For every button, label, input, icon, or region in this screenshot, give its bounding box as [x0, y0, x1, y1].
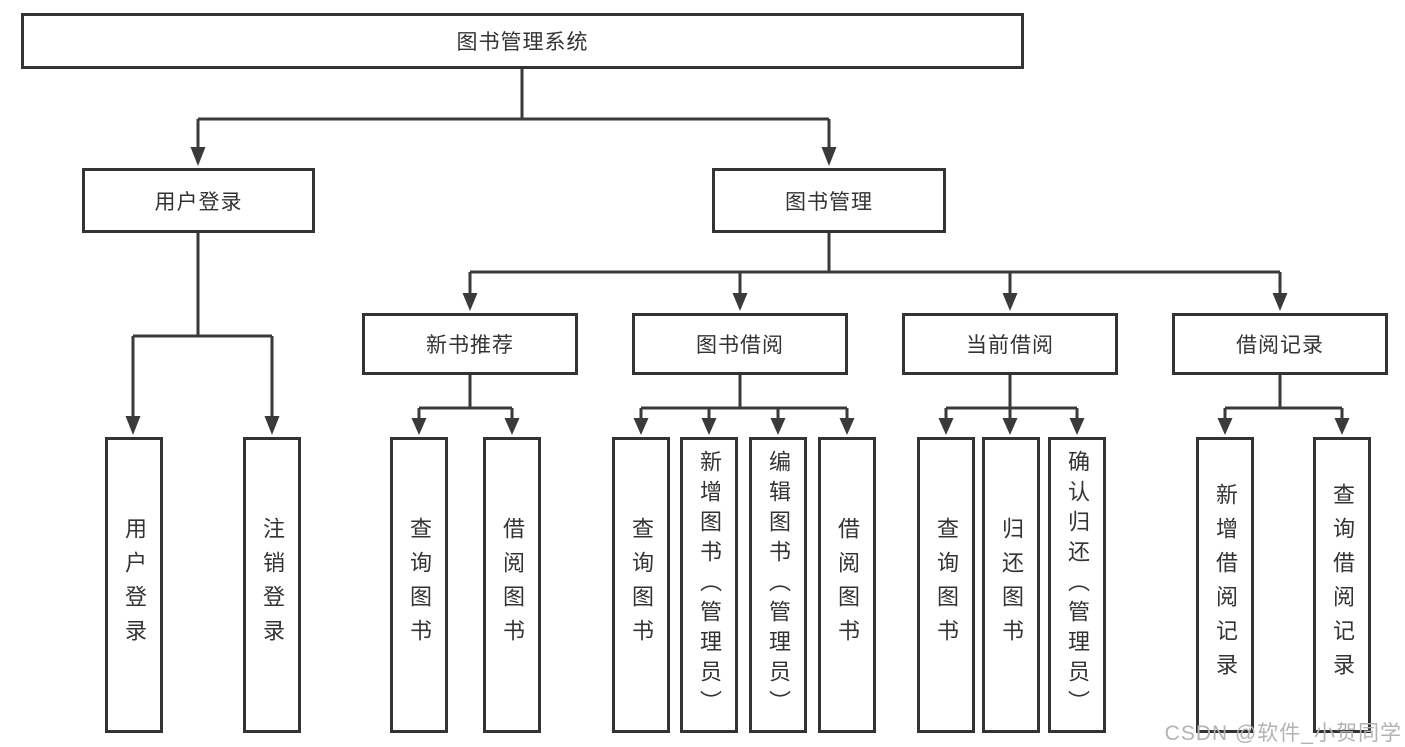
connector-book-borrow-to-leaves — [633, 375, 855, 435]
node-book-management: 图书管理 — [712, 168, 946, 233]
node-new-book-recommend: 新书推荐 — [362, 313, 578, 375]
leaf-label: 查询图书 — [934, 517, 959, 653]
leaf-confirm-return-admin: 确认归还（管理员） — [1048, 437, 1106, 733]
leaf-query-borrow-record: 查询借阅记录 — [1313, 437, 1371, 733]
leaf-borrow-books-recommend: 借阅图书 — [483, 437, 541, 733]
leaf-add-books-admin: 新增图书（管理员） — [680, 437, 738, 733]
leaf-query-books-borrow: 查询图书 — [612, 437, 670, 733]
node-library-management-system: 图书管理系统 — [21, 13, 1024, 69]
leaf-label: 注销登录 — [260, 517, 285, 653]
node-book-borrow: 图书借阅 — [632, 313, 848, 375]
leaf-label: 归还图书 — [999, 517, 1024, 653]
leaf-edit-books-admin: 编辑图书（管理员） — [749, 437, 807, 733]
connector-current-borrow-to-leaves — [938, 375, 1085, 435]
leaf-logout: 注销登录 — [243, 437, 301, 733]
leaf-query-books-current: 查询图书 — [917, 437, 975, 733]
leaf-label: 借阅图书 — [835, 517, 860, 653]
leaf-borrow-books: 借阅图书 — [818, 437, 876, 733]
leaf-label: 新增借阅记录 — [1213, 483, 1238, 687]
connector-user-login-to-leaves — [125, 233, 280, 435]
leaf-label: 借阅图书 — [500, 517, 525, 653]
leaf-query-books-recommend: 查询图书 — [390, 437, 448, 733]
csdn-watermark: CSDN @软件_小贺同学 — [1164, 722, 1402, 745]
leaf-return-books: 归还图书 — [982, 437, 1040, 733]
connector-book-management-to-level3 — [462, 233, 1288, 311]
leaf-add-borrow-record: 新增借阅记录 — [1196, 437, 1254, 733]
node-borrow-records: 借阅记录 — [1172, 313, 1388, 375]
connector-borrow-records-to-leaves — [1217, 375, 1350, 435]
node-user-login: 用户登录 — [82, 168, 315, 233]
leaf-user-login: 用户登录 — [105, 437, 163, 733]
leaf-label: 用户登录 — [122, 517, 147, 653]
leaf-label: 编辑图书（管理员） — [766, 450, 791, 720]
leaf-label: 确认归还（管理员） — [1065, 450, 1090, 720]
connector-new-book-recommend-to-leaves — [411, 375, 520, 435]
leaf-label: 查询借阅记录 — [1330, 483, 1355, 687]
connector-root-to-level2 — [190, 69, 837, 166]
leaf-label: 查询图书 — [407, 517, 432, 653]
node-current-borrow: 当前借阅 — [902, 313, 1118, 375]
leaf-label: 新增图书（管理员） — [697, 450, 722, 720]
leaf-label: 查询图书 — [629, 517, 654, 653]
